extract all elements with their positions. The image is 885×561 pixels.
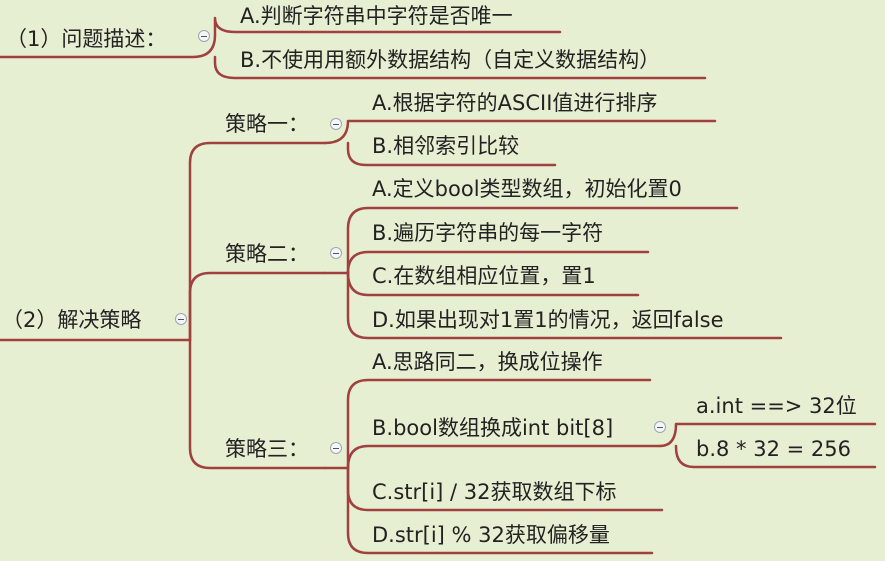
node-solution-strategies[interactable]: （2）解决策略 [2,308,142,332]
node-strategy-1-b[interactable]: B.相邻索引比较 [372,134,520,158]
node-strategy-3-d[interactable]: D.str[i] % 32获取偏移量 [372,523,610,547]
node-problem-b[interactable]: B.不使用用额外数据结构（自定义数据结构） [240,48,661,72]
node-strategy-3-b-sub-b[interactable]: b.8 * 32 = 256 [696,437,851,461]
node-strategy-3-b[interactable]: B.bool数组换成int bit[8] [372,416,614,440]
node-strategy-3-a[interactable]: A.思路同二，换成位操作 [372,350,603,374]
node-problem-a[interactable]: A.判断字符串中字符是否唯一 [240,4,513,28]
collapse-icon[interactable] [198,30,210,42]
node-strategy-2-b[interactable]: B.遍历字符串的每一字符 [372,221,604,245]
node-strategy-3-b-sub-a[interactable]: a.int ==> 32位 [696,394,857,418]
node-strategy-3[interactable]: 策略三： [225,437,309,461]
node-strategy-3-c[interactable]: C.str[i] / 32获取数组下标 [372,480,617,504]
collapse-icon[interactable] [175,313,187,325]
collapse-icon[interactable] [330,247,342,259]
node-problem-description[interactable]: （1）问题描述： [6,27,167,51]
collapse-icon[interactable] [330,118,342,130]
collapse-icon[interactable] [654,421,666,433]
node-strategy-2-d[interactable]: D.如果出现对1置1的情况，返回false [372,308,724,332]
collapse-icon[interactable] [330,442,342,454]
node-strategy-1-a[interactable]: A.根据字符的ASCII值进行排序 [372,91,658,115]
node-strategy-2-a[interactable]: A.定义bool类型数组，初始化置0 [372,177,682,201]
node-strategy-2[interactable]: 策略二： [225,242,309,266]
node-strategy-1[interactable]: 策略一： [225,112,309,136]
node-strategy-2-c[interactable]: C.在数组相应位置，置1 [372,264,596,288]
